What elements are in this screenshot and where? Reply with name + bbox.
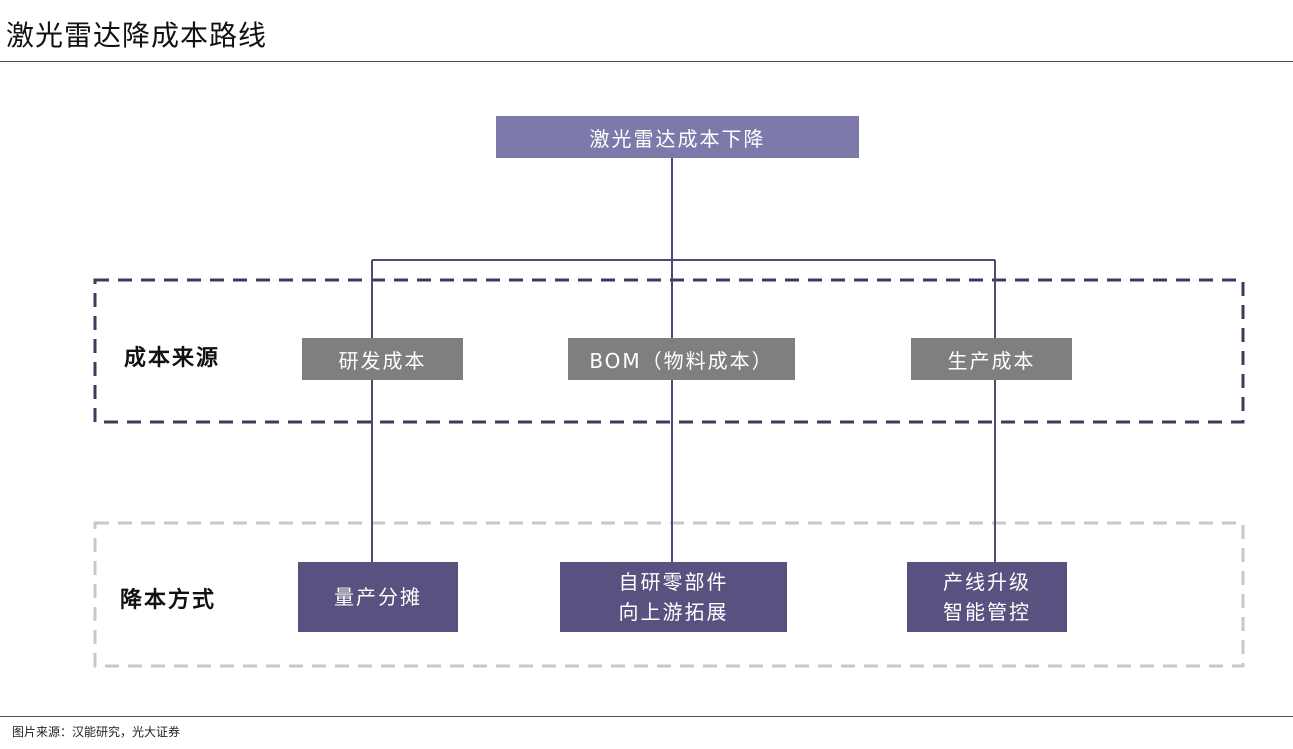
footer-divider [0,716,1293,717]
root-node: 激光雷达成本下降 [496,116,859,158]
bom-cost-node: BOM（物料成本） [568,338,795,380]
mass-production-node: 量产分摊 [298,562,458,632]
source-note: 图片来源：汉能研究，光大证券 [12,725,181,739]
cost-sources-frame [93,278,1245,424]
line-upgrade-node: 产线升级 智能管控 [907,562,1067,632]
rd-cost-node: 研发成本 [302,338,463,380]
title-divider [0,61,1293,62]
page-title: 激光雷达降成本路线 [6,19,268,52]
self-developed-parts-node: 自研零部件 向上游拓展 [560,562,787,632]
cost-reduction-label: 降本方式 [120,587,217,613]
production-cost-node: 生产成本 [911,338,1072,380]
cost-sources-label: 成本来源 [124,345,221,371]
cost-reduction-frame [93,521,1245,668]
